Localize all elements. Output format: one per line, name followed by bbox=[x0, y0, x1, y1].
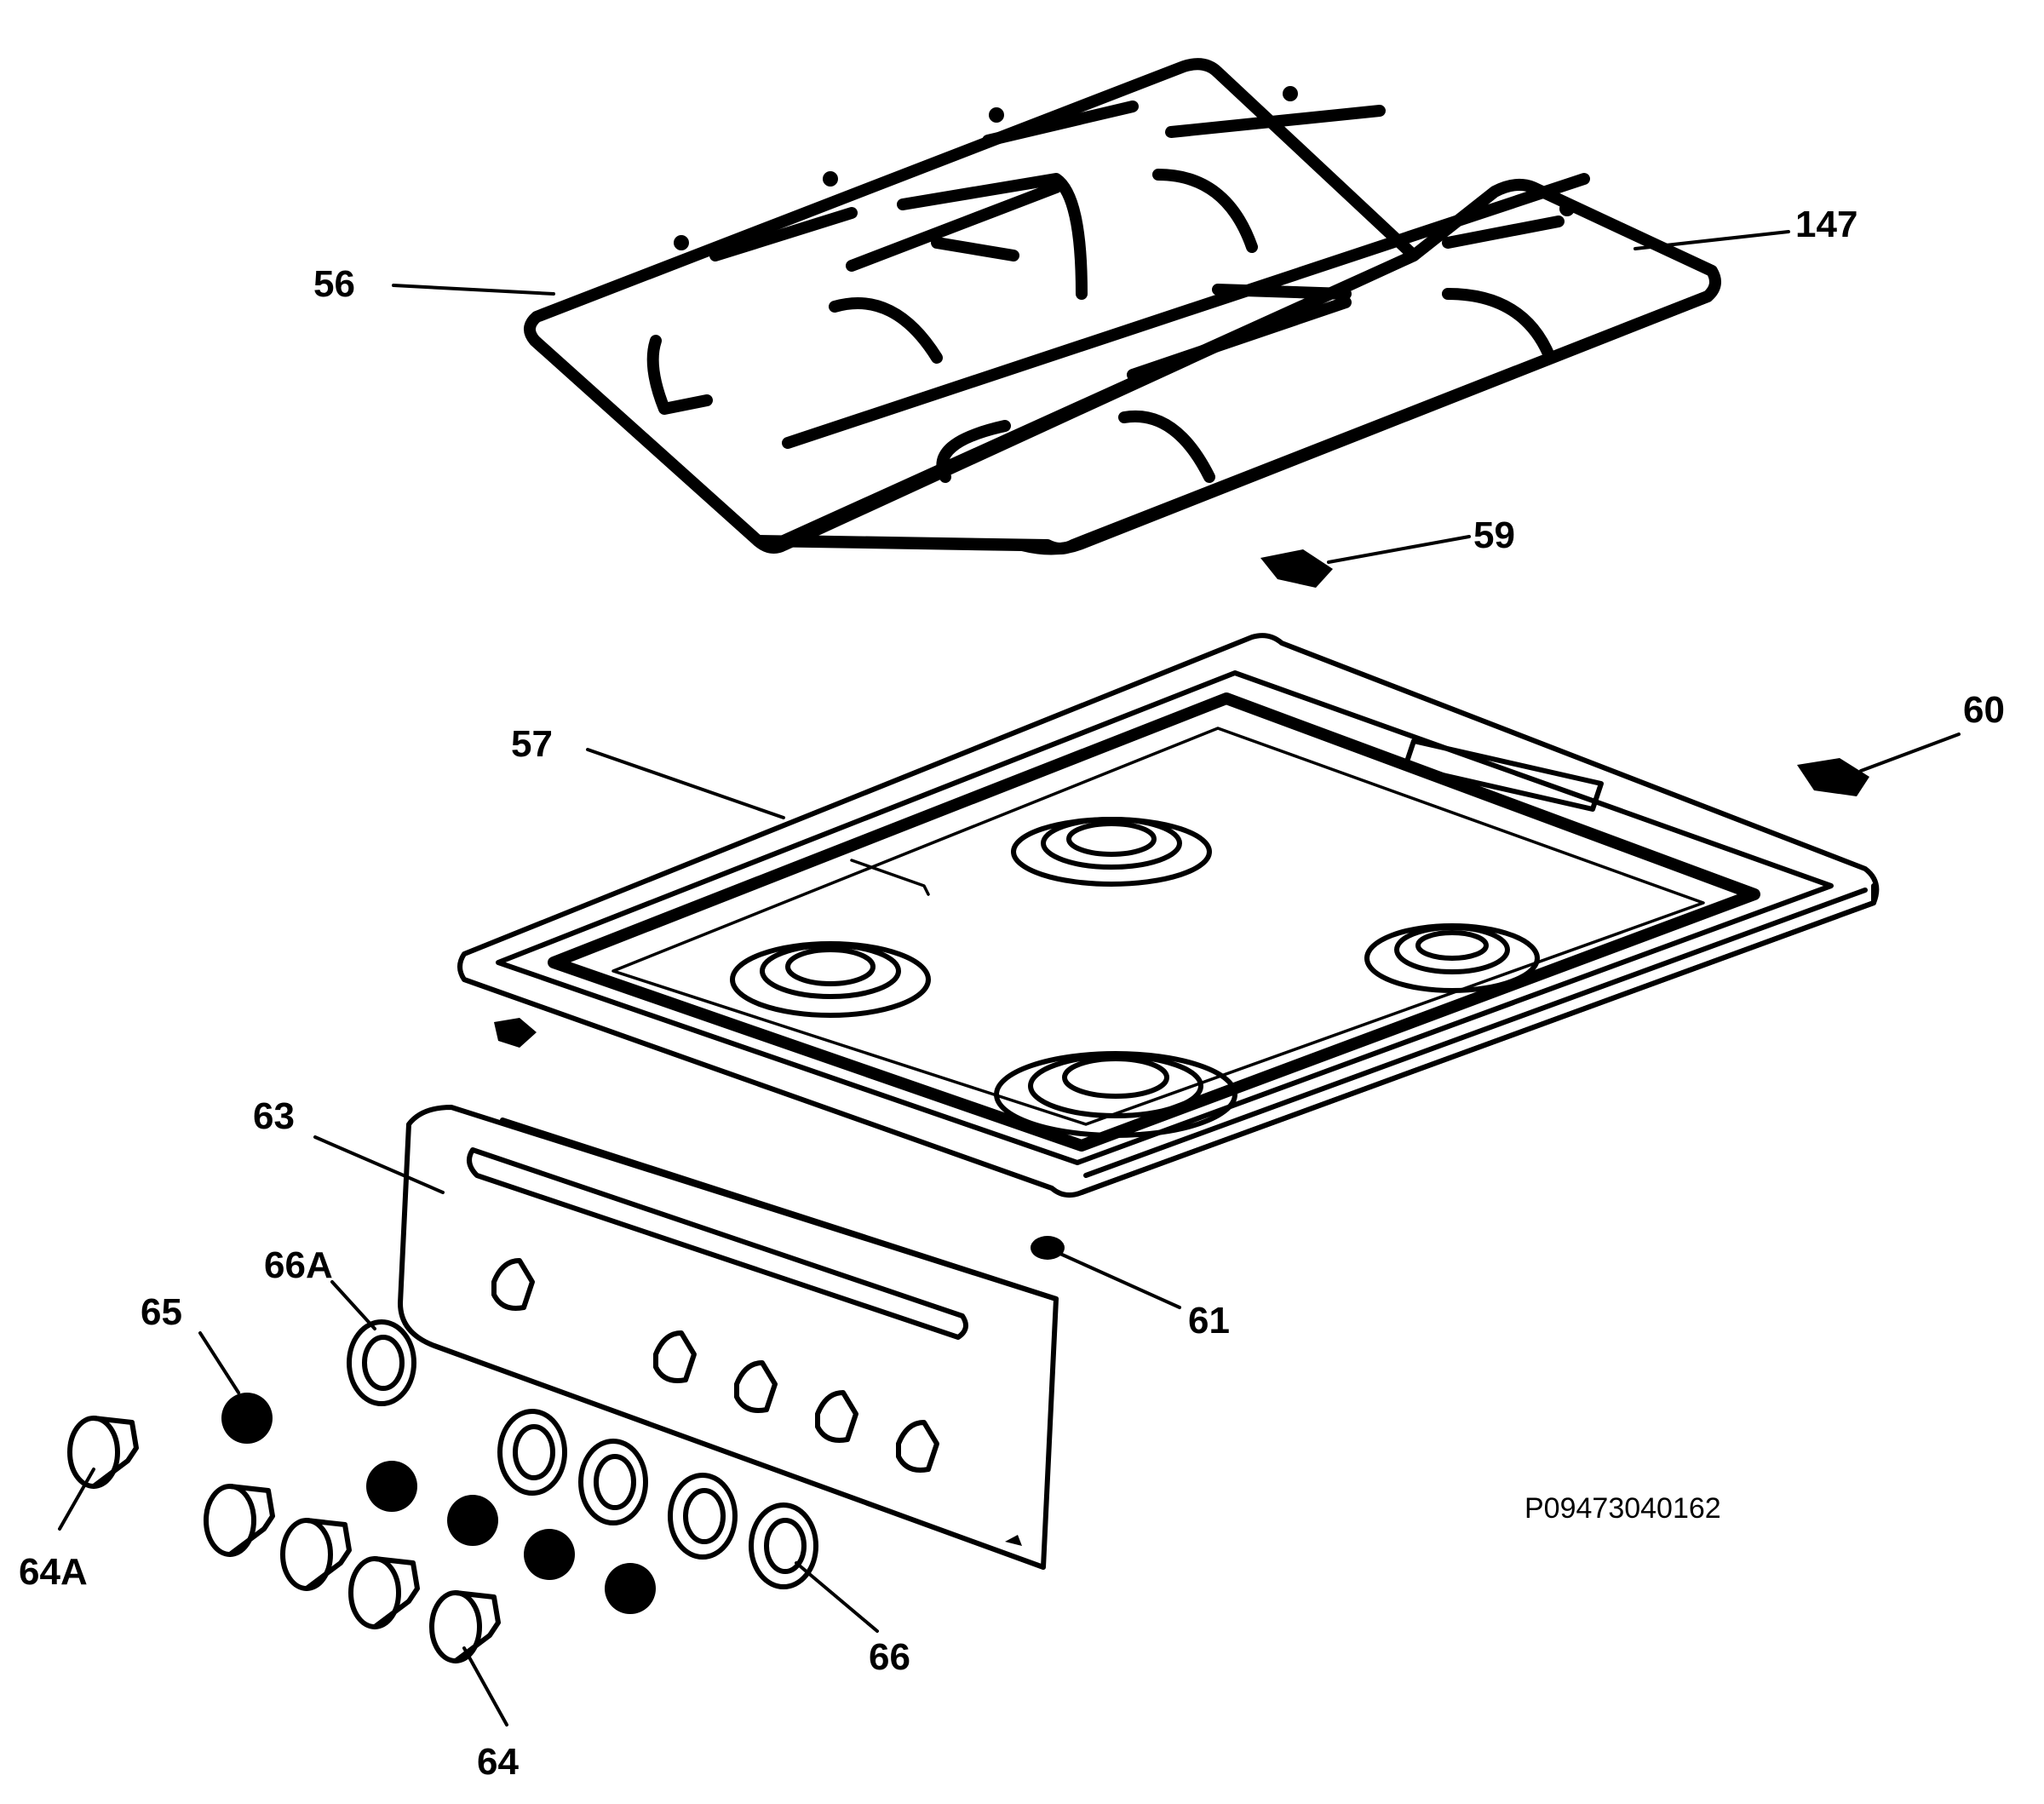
knob-64A bbox=[67, 1416, 139, 1489]
washers-65 bbox=[221, 1393, 656, 1614]
callout-57: 57 bbox=[511, 723, 553, 765]
callout-63: 63 bbox=[253, 1095, 295, 1137]
callout-59: 59 bbox=[1473, 514, 1515, 556]
callout-64: 64 bbox=[477, 1741, 519, 1783]
callout-60: 60 bbox=[1963, 689, 2005, 731]
control-panel-outline bbox=[398, 1105, 1059, 1570]
rubber-foot-61 bbox=[1031, 1236, 1065, 1260]
leader-66 bbox=[795, 1561, 879, 1633]
leader-65 bbox=[198, 1331, 240, 1394]
leader-64 bbox=[462, 1646, 508, 1726]
burner-rear-left bbox=[1011, 817, 1212, 887]
pan-support-grids bbox=[524, 58, 1721, 555]
knob-bezels bbox=[347, 1319, 818, 1589]
burner-front-left bbox=[730, 941, 931, 1018]
pan-support-divider bbox=[782, 173, 1590, 449]
callout-66A: 66A bbox=[264, 1244, 333, 1286]
leader-59 bbox=[1327, 535, 1471, 564]
bezel-66A bbox=[347, 1319, 416, 1406]
leader-56 bbox=[392, 284, 555, 296]
burner-front-right bbox=[994, 1051, 1237, 1138]
pan-support-left-frame bbox=[524, 58, 1420, 554]
burner-rear-right bbox=[1364, 923, 1540, 993]
callout-65: 65 bbox=[141, 1291, 182, 1333]
leader-147 bbox=[1633, 230, 1790, 250]
callout-64A: 64A bbox=[19, 1551, 88, 1593]
control-panel-63 bbox=[398, 1105, 1059, 1570]
bezel-66 bbox=[749, 1502, 818, 1589]
rubber-foot-60 bbox=[1797, 758, 1869, 796]
pan-support-outer-bottom bbox=[752, 290, 1714, 555]
leader-64A bbox=[58, 1468, 95, 1531]
leader-66A bbox=[330, 1280, 376, 1330]
leader-63 bbox=[313, 1135, 445, 1194]
leader-60 bbox=[1859, 733, 1961, 773]
leader-57 bbox=[586, 748, 785, 819]
hob-top-57 bbox=[457, 633, 1880, 1198]
rubber-foot-59 bbox=[1260, 549, 1333, 588]
control-knobs bbox=[67, 1416, 501, 1663]
leader-lines bbox=[58, 230, 1961, 1726]
callout-labels: 56 147 59 57 60 63 61 66A 65 64A 64 66 P… bbox=[19, 204, 2005, 1783]
callout-147: 147 bbox=[1795, 204, 1857, 245]
callout-66: 66 bbox=[869, 1636, 910, 1678]
callout-56: 56 bbox=[313, 263, 355, 305]
leader-61 bbox=[1059, 1252, 1181, 1309]
callout-61: 61 bbox=[1188, 1300, 1230, 1342]
drawing-code: P09473040162 bbox=[1524, 1492, 1721, 1525]
knob-64 bbox=[429, 1590, 501, 1663]
